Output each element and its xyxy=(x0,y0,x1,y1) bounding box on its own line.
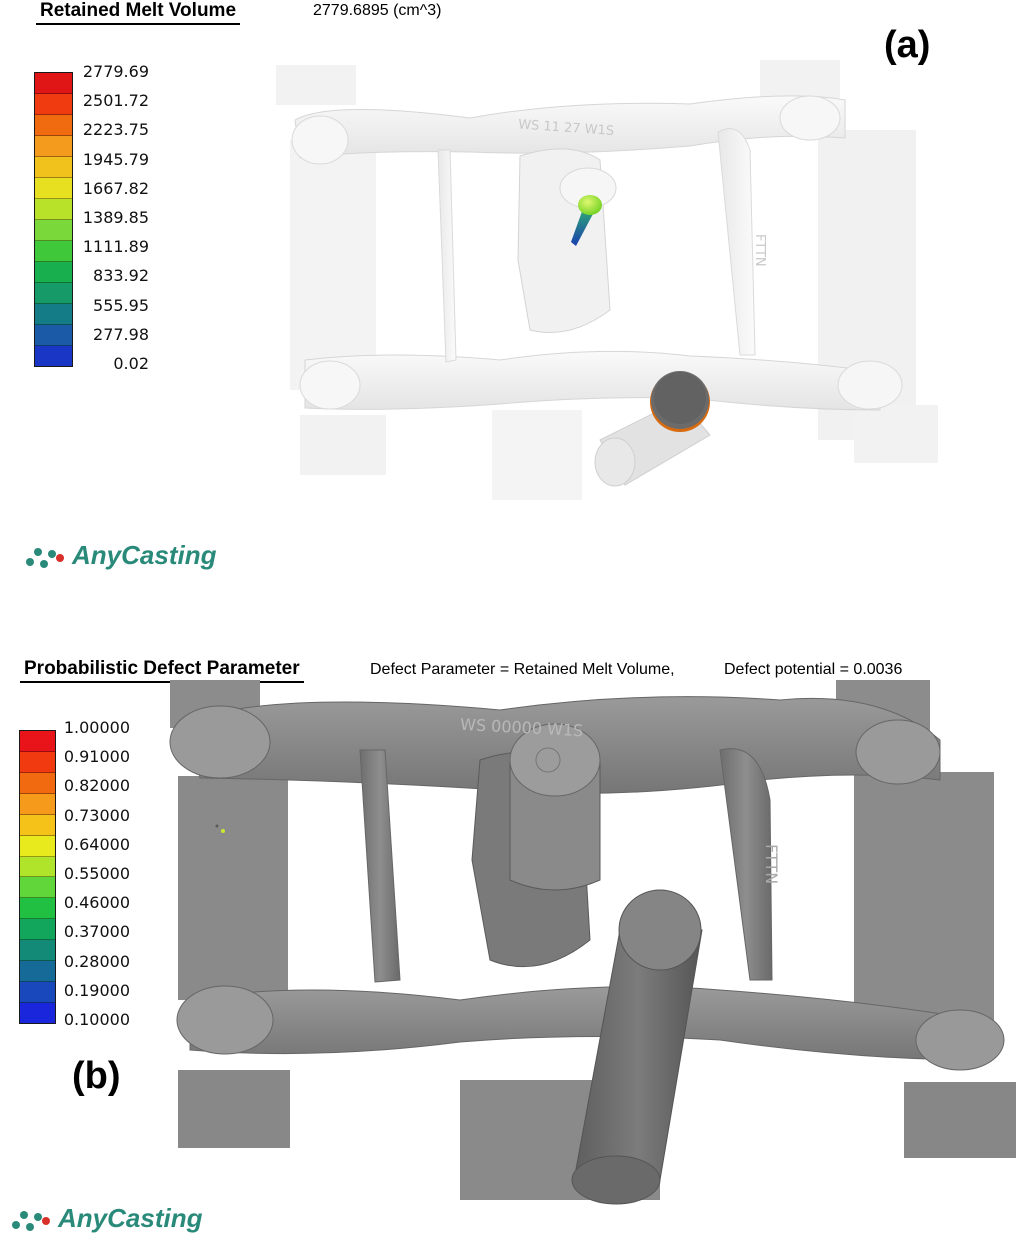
panel-a-legend-label: 1389.85 xyxy=(82,208,149,227)
panel-b-brand: AnyCasting xyxy=(10,1203,202,1234)
panel-a-legend-swatch xyxy=(35,73,72,94)
panel-a-legend-label: 555.95 xyxy=(93,295,149,315)
panel-b-legend-label: 0.73000 xyxy=(63,805,130,825)
panel-b-legend-label: 0.28000 xyxy=(63,951,130,971)
panel-b-casting-mark-side: FTTN xyxy=(762,844,781,884)
panel-a-brand: AnyCasting xyxy=(24,540,216,571)
panel-b-legend-label: 0.55000 xyxy=(63,864,130,883)
panel-b-defect-potential: Defect potential = 0.0036 xyxy=(724,661,903,678)
panel-b-legend-label: 0.64000 xyxy=(63,834,130,854)
panel-a-legend-label: 1945.79 xyxy=(82,149,149,169)
panel-b-legend-label: 0.82000 xyxy=(63,776,130,796)
panel-a-casting-mark-top: WS 11 27 W1S xyxy=(518,117,615,139)
panel-b-legend-labels: 1.00000 0.91000 0.82000 0.73000 0.64000 0.550… xyxy=(58,720,130,1025)
panel-b-legend-swatch xyxy=(20,856,55,878)
panel-b-legend-swatch xyxy=(20,814,55,836)
panel-b-legend-label: 0.10000 xyxy=(63,1010,130,1026)
panel-a-casting-render: WS 11 27 W1S FTTN xyxy=(276,60,938,500)
panel-b-legend-swatch xyxy=(20,772,55,794)
panel-b-color-legend xyxy=(19,730,56,1024)
panel-a-legend-swatch xyxy=(35,136,72,157)
panel-a-legend-label: 0.02 xyxy=(113,354,149,373)
panel-a-legend-swatch xyxy=(35,178,72,199)
panel-b-legend-swatch xyxy=(20,751,55,773)
panel-b-legend-label: 0.91000 xyxy=(63,747,130,767)
anycasting-logo-icon xyxy=(12,1210,50,1231)
panel-a-legend-label: 2779.69 xyxy=(82,62,149,81)
panel-b-legend-swatch xyxy=(20,731,55,752)
panel-a-value-readout: 2779.6895 (cm^3) xyxy=(313,2,442,19)
panel-b-legend-swatch xyxy=(20,919,55,941)
panel-a-legend-swatch xyxy=(35,325,72,346)
panel-b-legend-swatch xyxy=(20,793,55,815)
panel-a-legend-swatch xyxy=(35,94,72,115)
panel-b-legend-clip: 1.00000 0.91000 0.82000 0.73000 0.64000 0.550… xyxy=(58,720,132,1025)
panel-a-legend-swatch xyxy=(35,346,72,366)
panel-a-legend-swatch xyxy=(35,262,72,283)
panel-b-casting-render: WS 00000 W1S FTTN xyxy=(169,680,1016,1205)
panel-b-legend-swatch xyxy=(20,877,55,899)
panel-a-tag: (a) xyxy=(884,24,931,66)
panel-a-legend-label: 2223.75 xyxy=(82,120,149,140)
panel-a-legend-swatch xyxy=(35,241,72,262)
panel-a-legend-label: 277.98 xyxy=(93,324,149,344)
panel-b-legend-swatch xyxy=(20,940,55,962)
panel-a-legend-swatch xyxy=(35,157,72,178)
panel-b-legend-swatch xyxy=(20,1002,55,1023)
panel-a-legend-swatch xyxy=(35,283,72,304)
panel-a-brand-name: AnyCasting xyxy=(72,540,217,570)
anycasting-logo-icon xyxy=(26,547,64,568)
panel-a-legend-swatch xyxy=(35,220,72,241)
panel-b-legend-swatch xyxy=(20,982,55,1003)
panel-a-legend-labels: 2779.69 2501.72 2223.75 1945.79 1667.82 1389.… xyxy=(75,64,149,374)
panel-a-casting-mark-side: FTTN xyxy=(752,234,767,267)
panel-b-legend-swatch xyxy=(20,961,55,983)
panel-a-legend-label: 833.92 xyxy=(93,266,149,286)
panel-a-legend-swatch xyxy=(35,199,72,220)
panel-a-color-legend xyxy=(34,72,73,367)
panel-b-legend-label: 0.46000 xyxy=(63,893,130,913)
panel-a-legend-label: 1667.82 xyxy=(82,178,149,198)
panel-a-legend-swatch xyxy=(35,304,72,325)
panel-b-title: Probabilistic Defect Parameter xyxy=(20,658,304,683)
panel-b-legend-label: 0.37000 xyxy=(63,922,130,942)
panel-b-defect-parameter: Defect Parameter = Retained Melt Volume, xyxy=(370,661,675,678)
panel-a-title: Retained Melt Volume xyxy=(36,0,241,25)
panel-a-legend-swatch xyxy=(35,115,72,136)
panel-b-legend-swatch xyxy=(20,898,55,920)
panel-a-legend-label: 2501.72 xyxy=(82,91,149,111)
panel-b-legend-label: 0.19000 xyxy=(63,980,130,1000)
panel-b-legend-label: 1.00000 xyxy=(63,720,130,737)
panel-b-legend-swatch xyxy=(20,835,55,857)
panel-a-legend-label: 1111.89 xyxy=(82,237,149,257)
panel-b-brand-name: AnyCasting xyxy=(58,1203,203,1233)
panel-b-tag: (b) xyxy=(72,1055,121,1097)
